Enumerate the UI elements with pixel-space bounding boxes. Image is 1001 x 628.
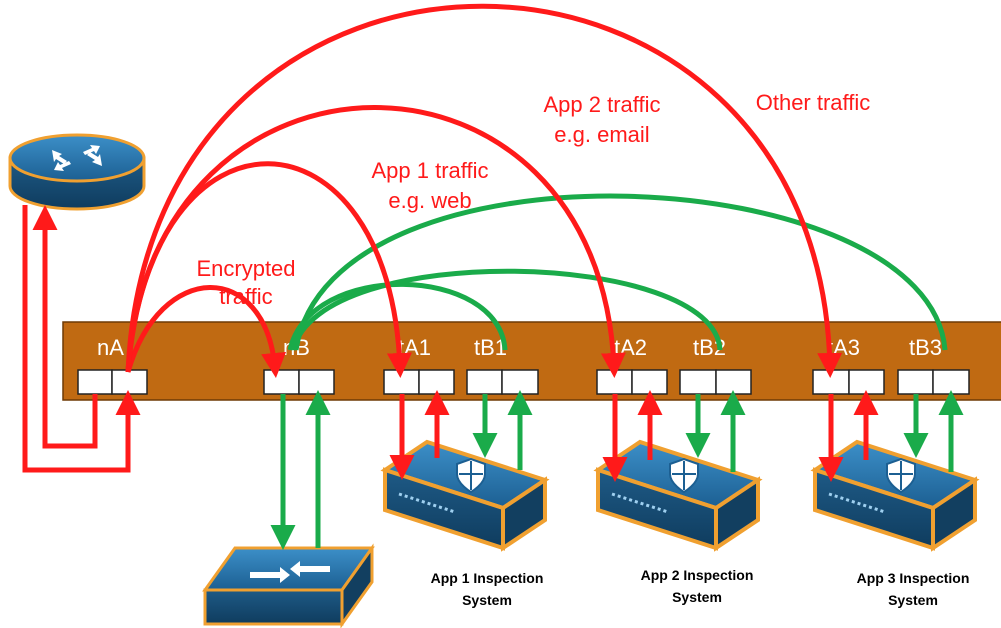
port-box-tA2-1	[596, 369, 633, 395]
port-box-tB3-2	[932, 369, 970, 395]
port-box-nB-1	[263, 369, 300, 395]
port-box-tA1-1	[383, 369, 420, 395]
port-box-tA3-1	[812, 369, 850, 395]
red-arc-encrypted	[125, 285, 287, 378]
appliance-3	[810, 439, 980, 552]
label-app2-line2: e.g. email	[554, 122, 649, 147]
label-app1-line1: App 1 traffic	[372, 158, 489, 183]
appliance-1	[380, 439, 550, 552]
port-box-tB3-1	[897, 369, 934, 395]
red-arc-other	[125, 3, 843, 378]
switch-links	[270, 390, 331, 550]
port-box-nA-2	[111, 369, 148, 395]
port-box-tA1-2	[418, 369, 455, 395]
port-box-tB2-2	[715, 369, 752, 395]
router-link-down	[32, 205, 98, 449]
green-arcs	[287, 193, 948, 351]
label-encrypted-line1: Encrypted	[196, 256, 295, 281]
inspection-label-2-line1: App 2 Inspection	[641, 567, 754, 583]
port-label-tA1: tA1	[398, 335, 431, 360]
inspection-label-2-line2: System	[672, 589, 722, 605]
inspection-label-1-line1: App 1 Inspection	[431, 570, 544, 586]
port-box-tB2-1	[679, 369, 717, 395]
appliance-red-links	[389, 390, 879, 482]
label-encrypted-line2: traffic	[219, 284, 272, 309]
port-box-nB-2	[298, 369, 335, 395]
label-app2-line1: App 2 traffic	[544, 92, 661, 117]
inspection-label-3-line1: App 3 Inspection	[857, 570, 970, 586]
red-arcs	[125, 3, 843, 378]
port-label-tA2: tA2	[614, 335, 647, 360]
appliance-green-links	[472, 390, 964, 472]
router-icon	[8, 133, 146, 211]
port-box-tA3-2	[848, 369, 885, 395]
green-arc-tB3	[293, 193, 948, 351]
inspection-label-3-line2: System	[888, 592, 938, 608]
router-links	[22, 205, 141, 473]
port-box-tB1-1	[466, 369, 503, 395]
port-label-tB3: tB3	[909, 335, 942, 360]
switch-icon	[202, 543, 375, 628]
port-boxes	[77, 369, 970, 395]
appliance-2	[593, 439, 763, 552]
label-other: Other traffic	[756, 90, 871, 115]
port-label-nA: nA	[97, 335, 124, 360]
router-link-up	[22, 205, 141, 473]
port-box-tA2-2	[631, 369, 668, 395]
red-arc-app2	[125, 105, 626, 378]
port-box-tB1-2	[501, 369, 539, 395]
port-box-nA-1	[77, 369, 113, 395]
label-app1-line2: e.g. web	[388, 188, 471, 213]
green-arc-tB2	[290, 268, 723, 351]
inspection-label-1-line2: System	[462, 592, 512, 608]
